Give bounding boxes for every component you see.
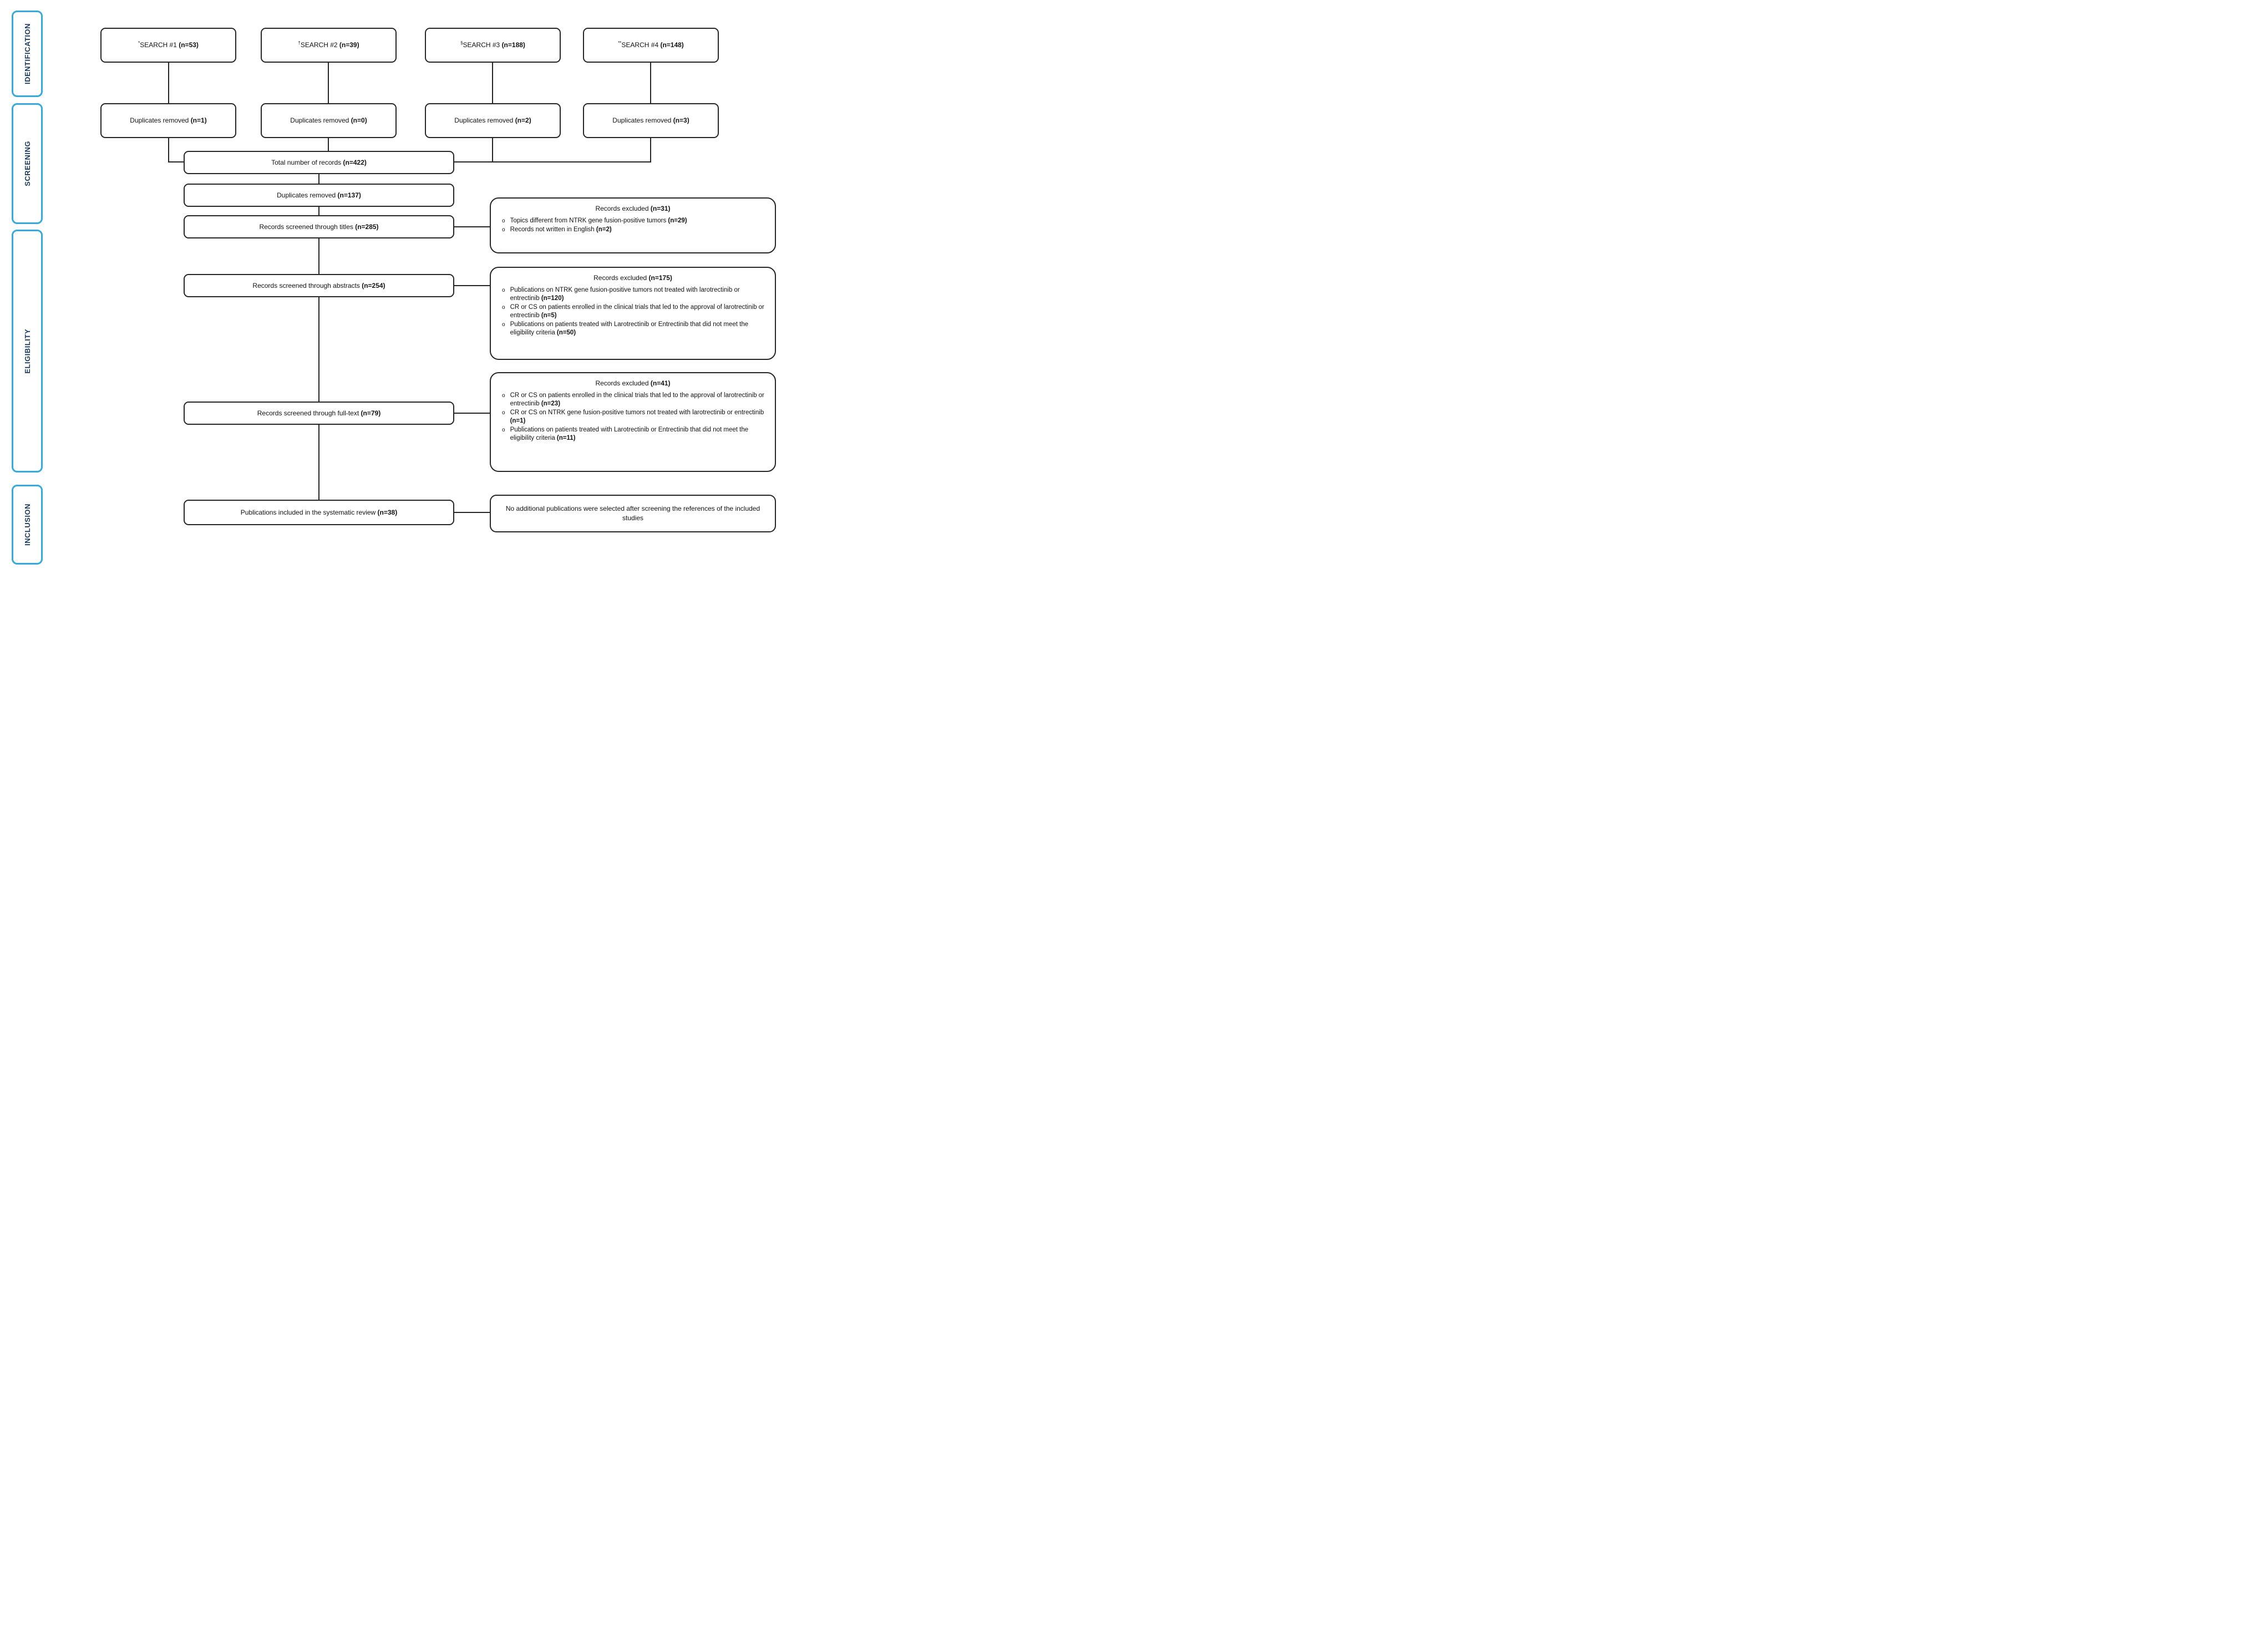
excluded-abstracts-title: Records excluded (n=175) [593,274,672,282]
search-3-box: §SEARCH #3 (n=188) [425,28,561,63]
connector-line [454,413,490,414]
duplicates-removed-1-label: Duplicates removed (n=1) [130,116,207,124]
duplicates-removed-pooled-label: Duplicates removed (n=137) [277,191,361,199]
stage-identification-label: IDENTIFICATION [23,23,32,85]
connector-line [318,174,319,184]
search-2-box: †SEARCH #2 (n=39) [261,28,397,63]
stage-screening: SCREENING [12,103,43,224]
circle-bullet-icon: o [502,218,505,224]
stage-inclusion-label: INCLUSION [23,504,32,546]
screened-titles-label: Records screened through titles (n=285) [259,222,379,231]
stage-eligibility: ELIGIBILITY [12,230,43,473]
connector-line [328,138,329,151]
connector-line [454,161,651,162]
search-1-label: *SEARCH #1 (n=53) [138,40,199,49]
excluded-titles-title: Records excluded (n=31) [595,205,671,212]
duplicates-removed-1-box: Duplicates removed (n=1) [100,103,236,138]
connector-line [318,297,319,402]
stage-identification: IDENTIFICATION [12,11,43,97]
references-note-text: No additional publications were selected… [505,505,760,522]
search-4-footnote-mark: ** [618,40,622,45]
connector-line [168,138,169,162]
connector-line [168,161,184,162]
total-records-label: Total number of records (n=422) [271,158,367,166]
duplicates-removed-3-label: Duplicates removed (n=2) [454,116,531,124]
search-3-label: §SEARCH #3 (n=188) [460,40,525,49]
screened-abstracts-box: Records screened through abstracts (n=25… [184,274,454,297]
duplicates-removed-2-label: Duplicates removed (n=0) [290,116,367,124]
stage-inclusion: INCLUSION [12,485,43,565]
connector-line [650,138,651,162]
duplicates-removed-4-label: Duplicates removed (n=3) [612,116,689,124]
circle-bullet-icon: o [502,409,505,416]
search-1-box: *SEARCH #1 (n=53) [100,28,236,63]
excluded-fulltext-title: Records excluded (n=41) [595,379,671,387]
search-4-label: **SEARCH #4 (n=148) [618,40,684,49]
connector-line [328,63,329,103]
prisma-flow-diagram: IDENTIFICATION SCREENING ELIGIBILITY INC… [0,0,788,570]
duplicates-removed-pooled-box: Duplicates removed (n=137) [184,184,454,207]
connector-line [492,138,493,162]
search-1-footnote-mark: * [138,40,140,45]
screened-fulltext-label: Records screened through full-text (n=79… [257,409,381,417]
stage-eligibility-label: ELIGIBILITY [23,328,32,374]
circle-bullet-icon: o [502,304,505,311]
circle-bullet-icon: o [502,393,505,399]
search-3-footnote-mark: § [460,40,463,45]
screened-titles-box: Records screened through titles (n=285) [184,215,454,238]
connector-line [168,63,169,103]
included-publications-label: Publications included in the systematic … [240,508,398,516]
duplicates-removed-4-box: Duplicates removed (n=3) [583,103,719,138]
search-4-box: **SEARCH #4 (n=148) [583,28,719,63]
connector-line [454,226,490,227]
duplicates-removed-3-box: Duplicates removed (n=2) [425,103,561,138]
search-2-footnote-mark: † [298,40,301,45]
connector-line [318,425,319,500]
included-publications-box: Publications included in the systematic … [184,500,454,525]
connector-line [454,285,490,286]
screened-abstracts-label: Records screened through abstracts (n=25… [252,281,385,289]
circle-bullet-icon: o [502,287,505,293]
connector-line [318,238,319,274]
circle-bullet-icon: o [502,227,505,233]
connector-line [318,207,319,215]
references-note-box: No additional publications were selected… [490,495,776,532]
connector-line [492,63,493,103]
circle-bullet-icon: o [502,426,505,433]
stage-screening-label: SCREENING [23,141,32,186]
total-records-box: Total number of records (n=422) [184,151,454,174]
circle-bullet-icon: o [502,321,505,328]
connector-line [454,512,490,513]
duplicates-removed-2-box: Duplicates removed (n=0) [261,103,397,138]
screened-fulltext-box: Records screened through full-text (n=79… [184,402,454,425]
search-2-label: †SEARCH #2 (n=39) [298,40,359,49]
connector-line [650,63,651,103]
